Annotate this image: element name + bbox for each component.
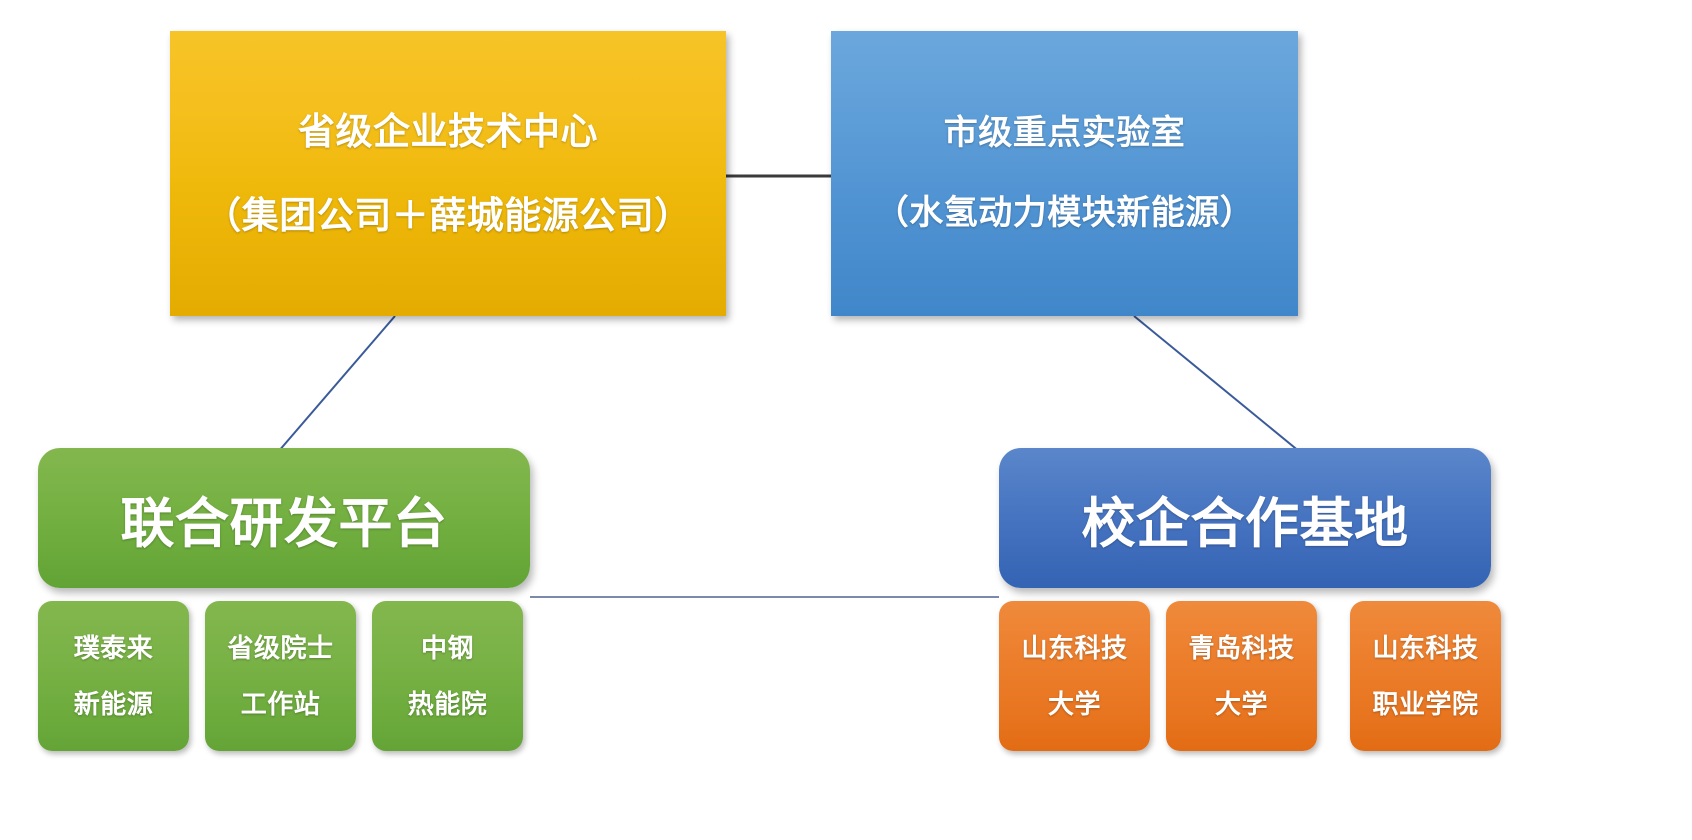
node-provincial-enterprise-technology-center[interactable]: 省级企业技术中心 （集团公司＋薛城能源公司） (170, 31, 726, 316)
chip-line2: 职业学院 (1372, 689, 1479, 719)
node-title-line1: 市级重点实验室 (943, 113, 1186, 152)
node-title-line2: （水氢动力模块新能源） (874, 193, 1255, 232)
chip-shandong-vocational-college-of-science-and-technology[interactable]: 山东科技 职业学院 (1350, 601, 1501, 751)
chip-qingdao-university-of-science-and-technology[interactable]: 青岛科技 大学 (1166, 601, 1317, 751)
node-municipal-key-laboratory[interactable]: 市级重点实验室 （水氢动力模块新能源） (831, 31, 1298, 316)
chip-zhonggang-thermal-energy-institute[interactable]: 中钢 热能院 (372, 601, 523, 751)
chip-line2: 工作站 (240, 689, 321, 719)
node-title-line1: 省级企业技术中心 (298, 110, 598, 152)
chip-line1: 山东科技 (1021, 632, 1128, 663)
chip-line2: 热能院 (407, 689, 488, 719)
chip-line1: 璞泰来 (73, 632, 154, 663)
chip-line1: 中钢 (420, 632, 474, 663)
node-title-line2: （集团公司＋薛城能源公司） (204, 194, 692, 236)
chip-line1: 山东科技 (1372, 632, 1479, 663)
chip-putailai-new-energy[interactable]: 璞泰来 新能源 (38, 601, 189, 751)
chip-line1: 青岛科技 (1188, 632, 1295, 663)
node-school-enterprise-cooperation-base[interactable]: 校企合作基地 (999, 448, 1491, 588)
chip-line2: 大学 (1214, 689, 1268, 719)
node-label: 校企合作基地 (1081, 493, 1409, 554)
connector-lab-to-base (1133, 315, 1301, 453)
chip-shandong-university-of-science-and-technology[interactable]: 山东科技 大学 (999, 601, 1150, 751)
chip-provincial-academician-workstation[interactable]: 省级院士 工作站 (205, 601, 356, 751)
node-joint-rd-platform[interactable]: 联合研发平台 (38, 448, 530, 588)
chip-line2: 新能源 (73, 689, 154, 719)
connector-center-to-platform (277, 315, 396, 453)
chip-line1: 省级院士 (227, 632, 334, 663)
node-label: 联合研发平台 (120, 493, 448, 554)
chip-line2: 大学 (1047, 689, 1101, 719)
